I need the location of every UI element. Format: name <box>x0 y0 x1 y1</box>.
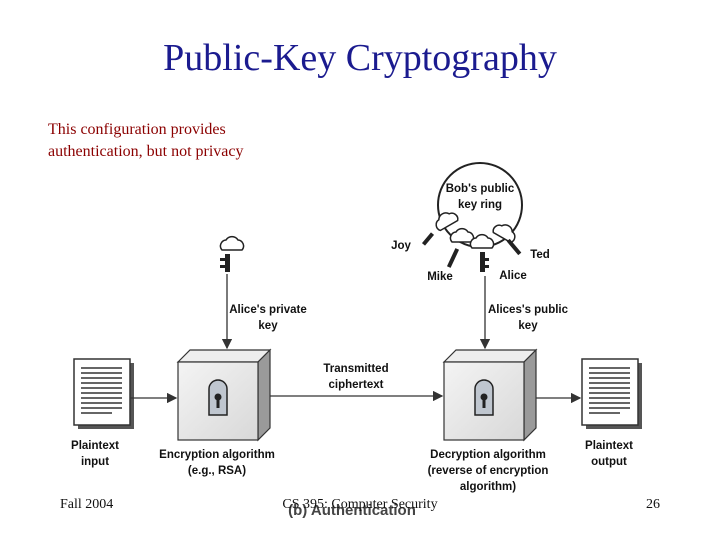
keyring-label: Bob's public key ring <box>440 181 520 213</box>
joy-label: Joy <box>388 238 414 254</box>
footer-course: CS 395: Computer Security <box>260 497 460 513</box>
encryption-box <box>178 350 270 440</box>
private-key-icon <box>220 237 244 272</box>
lock-icon <box>209 380 227 415</box>
encryption-algorithm-label: Encryption algorithm (e.g., RSA) <box>150 447 284 479</box>
decryption-algorithm-label: Decryption algorithm (reverse of encrypt… <box>418 447 558 495</box>
plaintext-output-document <box>582 359 642 429</box>
plaintext-input-document <box>74 359 134 429</box>
public-key-label: Alices's public key <box>484 302 572 334</box>
plaintext-input-label: Plaintext input <box>64 438 126 470</box>
footer-page-number: 26 <box>620 497 660 513</box>
mike-label: Mike <box>424 269 456 285</box>
mike-key-icon <box>447 229 474 268</box>
lock-icon <box>475 380 493 415</box>
decryption-box <box>444 350 536 440</box>
ted-label: Ted <box>526 247 554 263</box>
plaintext-output-label: Plaintext output <box>577 438 641 470</box>
private-key-label: Alice's private key <box>226 302 310 334</box>
alice-key-icon <box>470 235 493 272</box>
alice-label: Alice <box>495 268 531 284</box>
footer-date: Fall 2004 <box>60 497 113 513</box>
transmitted-ciphertext-label: Transmitted ciphertext <box>314 361 398 393</box>
